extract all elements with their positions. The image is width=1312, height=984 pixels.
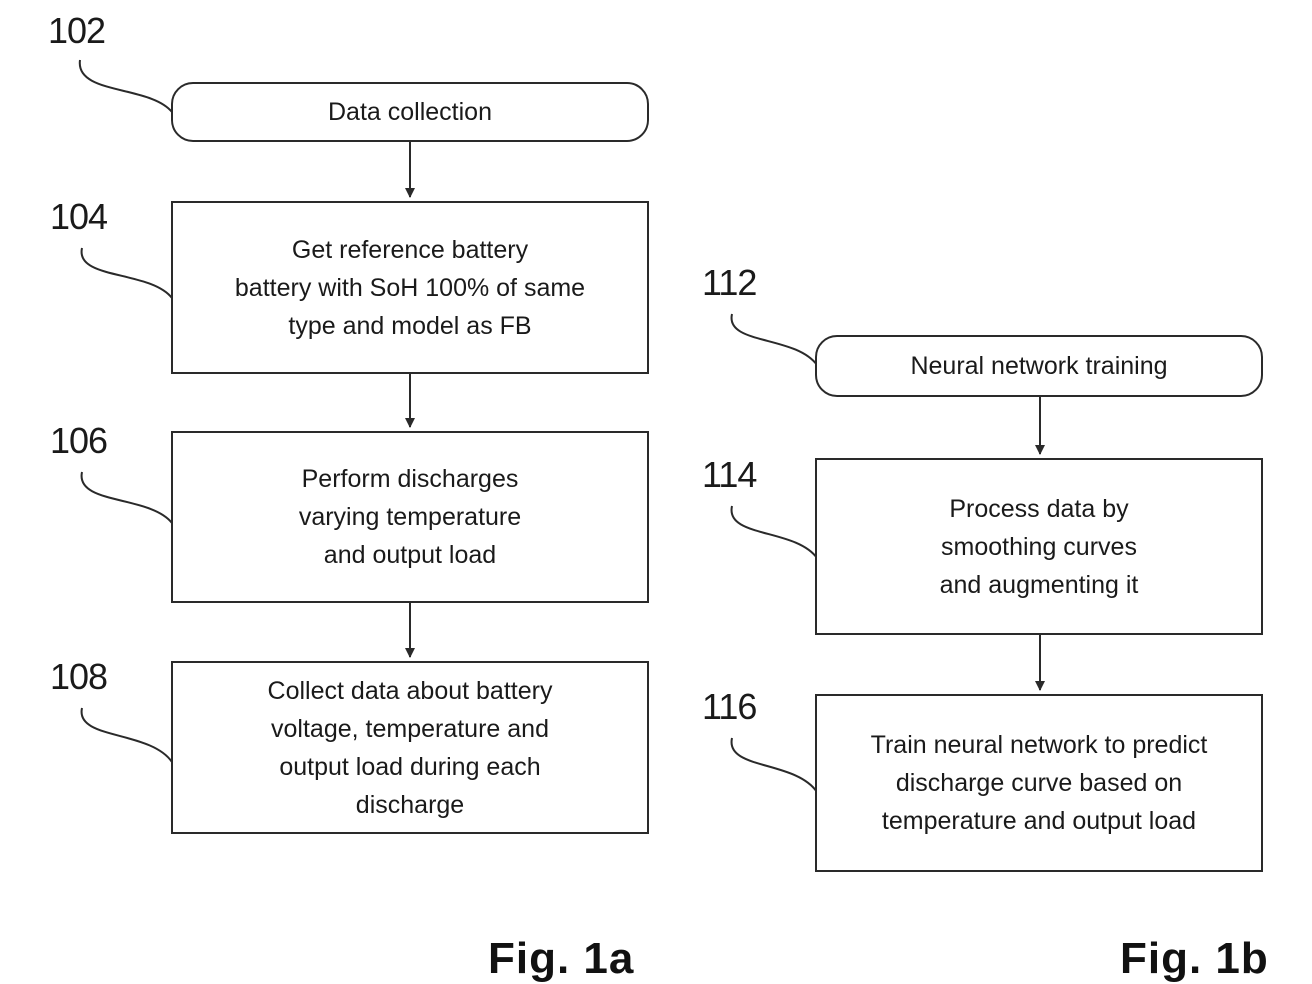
ref-108: 108 — [50, 656, 107, 698]
step-get-reference-battery-text: Get reference battery battery with SoH 1… — [225, 231, 595, 345]
ref-102: 102 — [48, 10, 105, 52]
step-get-reference-battery: Get reference battery battery with SoH 1… — [171, 201, 649, 374]
ref-104: 104 — [50, 196, 107, 238]
leader-line-104 — [82, 248, 172, 298]
step-process-data: Process data by smoothing curves and aug… — [815, 458, 1263, 635]
figure-caption-1b: Fig. 1b — [1120, 934, 1269, 984]
step-neural-network-training: Neural network training — [815, 335, 1263, 397]
step-process-data-text: Process data by smoothing curves and aug… — [930, 490, 1149, 604]
leader-line-114 — [732, 506, 817, 558]
step-collect-data-text: Collect data about battery voltage, temp… — [258, 672, 563, 824]
ref-112: 112 — [702, 262, 756, 304]
leader-line-106 — [82, 472, 172, 523]
step-perform-discharges-text: Perform discharges varying temperature a… — [289, 460, 531, 574]
leader-line-108 — [82, 708, 172, 762]
leader-line-102 — [80, 60, 172, 112]
step-neural-network-training-text: Neural network training — [900, 347, 1177, 385]
step-train-neural-network: Train neural network to predict discharg… — [815, 694, 1263, 872]
ref-116: 116 — [702, 686, 756, 728]
leader-line-116 — [732, 738, 817, 792]
step-data-collection-text: Data collection — [318, 93, 502, 131]
ref-114: 114 — [702, 454, 756, 496]
step-train-neural-network-text: Train neural network to predict discharg… — [861, 726, 1218, 840]
step-data-collection: Data collection — [171, 82, 649, 142]
step-perform-discharges: Perform discharges varying temperature a… — [171, 431, 649, 603]
figure-caption-1a: Fig. 1a — [488, 934, 634, 984]
step-collect-data: Collect data about battery voltage, temp… — [171, 661, 649, 834]
leader-line-112 — [732, 314, 817, 365]
ref-106: 106 — [50, 420, 107, 462]
